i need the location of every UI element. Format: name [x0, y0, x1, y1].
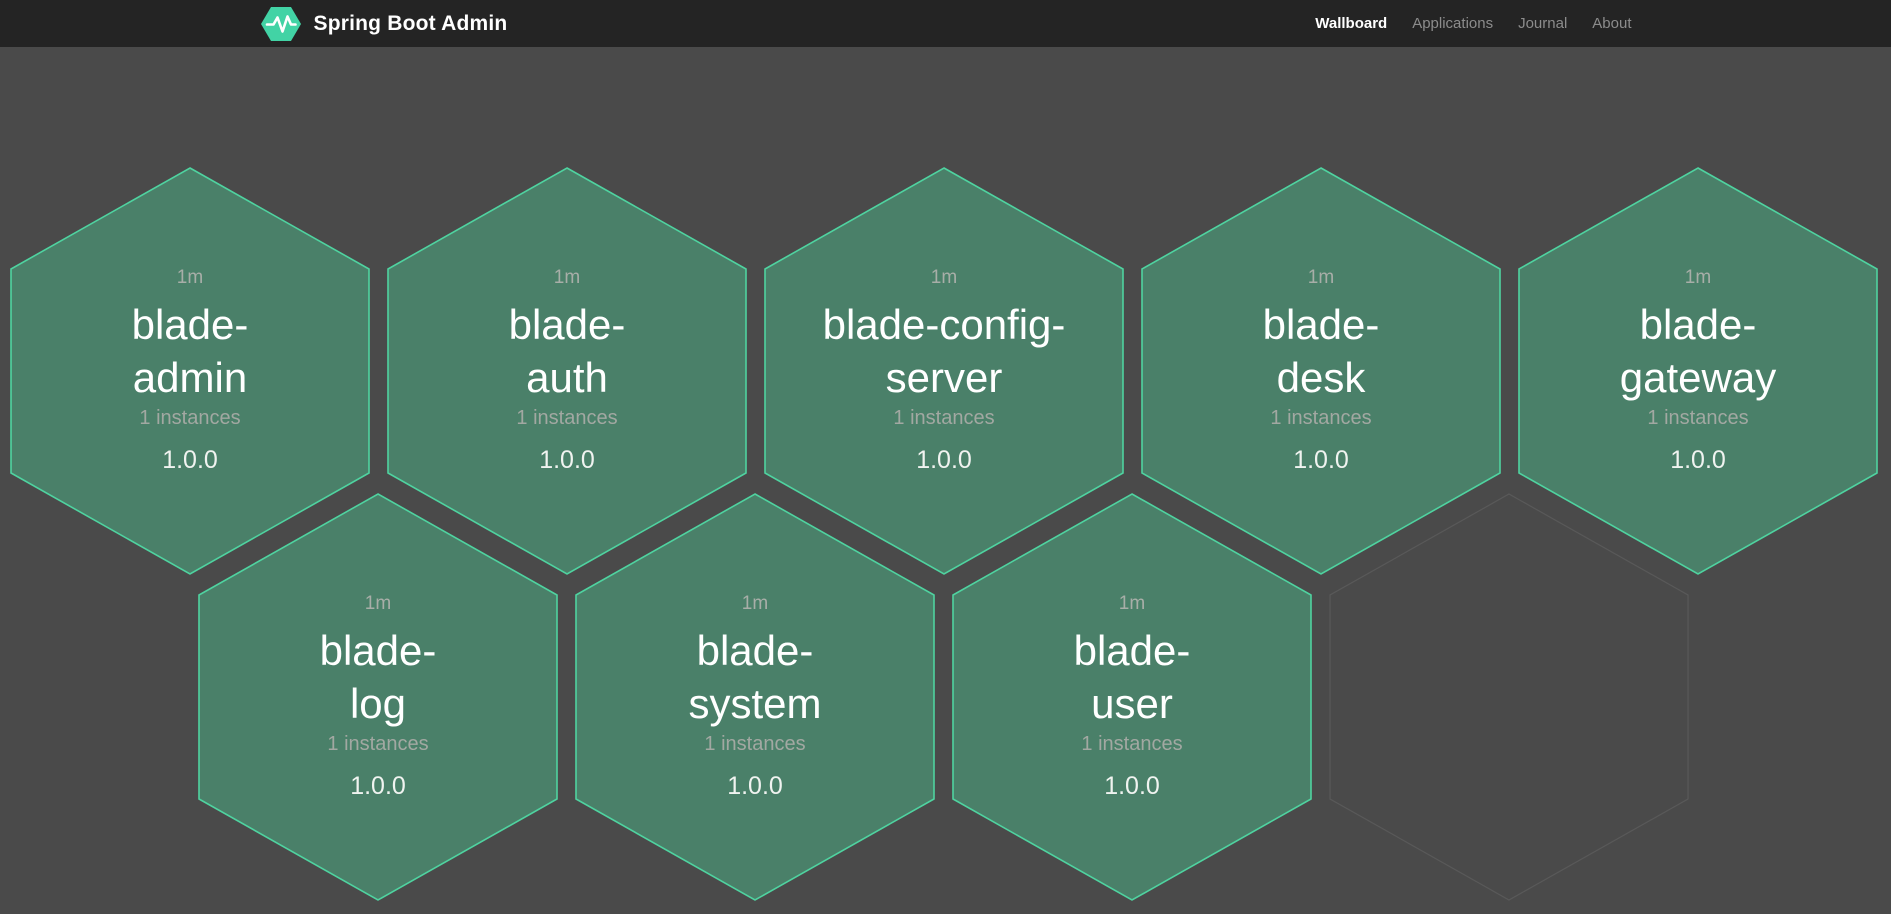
app-name: blade-admin — [131, 301, 249, 401]
hexagon-content: 1m blade-config-server 1 instances 1.0.0 — [764, 167, 1124, 575]
hexagon-content: 1m blade-gateway 1 instances 1.0.0 — [1518, 167, 1878, 575]
hexagon-shape — [387, 167, 747, 575]
app-name: blade-user — [1073, 627, 1191, 727]
app-name: blade-config-server — [822, 301, 1066, 401]
app-version: 1.0.0 — [916, 445, 972, 474]
app-time-ago: 1m — [1684, 267, 1712, 289]
app-version: 1.0.0 — [1104, 771, 1160, 800]
app-hexagon-blade-auth[interactable]: 1m blade-auth 1 instances 1.0.0 — [387, 167, 747, 575]
hexagon-shape — [1518, 167, 1878, 575]
app-instances-count: 1 instances — [893, 406, 995, 429]
hexagon-shape — [952, 493, 1312, 901]
app-time-ago: 1m — [176, 267, 204, 289]
app-name: blade-log — [319, 627, 437, 727]
app-version: 1.0.0 — [727, 771, 783, 800]
hexagon-content: 1m blade-auth 1 instances 1.0.0 — [387, 167, 747, 575]
hexagon-shape — [1141, 167, 1501, 575]
hexagon-content: 1m blade-log 1 instances 1.0.0 — [198, 493, 558, 901]
hexagon-content: 1m blade-admin 1 instances 1.0.0 — [10, 167, 370, 575]
app-version: 1.0.0 — [539, 445, 595, 474]
brand-link[interactable]: Spring Boot Admin — [260, 5, 508, 43]
app-time-ago: 1m — [553, 267, 581, 289]
app-version: 1.0.0 — [1670, 445, 1726, 474]
hexagon-shape — [10, 167, 370, 575]
app-version: 1.0.0 — [350, 771, 406, 800]
app-title: Spring Boot Admin — [313, 11, 508, 35]
app-instances-count: 1 instances — [139, 406, 241, 429]
app-name: blade-gateway — [1619, 301, 1777, 401]
app-hexagon-blade-system[interactable]: 1m blade-system 1 instances 1.0.0 — [575, 493, 935, 901]
app-instances-count: 1 instances — [516, 406, 618, 429]
nav-menu: Wallboard Applications Journal About — [1315, 15, 1631, 32]
app-hexagon-blade-user[interactable]: 1m blade-user 1 instances 1.0.0 — [952, 493, 1312, 901]
wallboard: 1m blade-admin 1 instances 1.0.0 1m blad… — [0, 47, 1891, 914]
app-name: blade-auth — [508, 301, 626, 401]
app-time-ago: 1m — [1118, 593, 1146, 615]
navbar-container: Spring Boot Admin Wallboard Applications… — [260, 0, 1632, 47]
app-hexagon-blade-admin[interactable]: 1m blade-admin 1 instances 1.0.0 — [10, 167, 370, 575]
nav-item-about[interactable]: About — [1592, 15, 1632, 32]
hexagon-outline — [1329, 493, 1689, 901]
empty-hexagon-slot — [1329, 493, 1689, 901]
app-instances-count: 1 instances — [1647, 406, 1749, 429]
app-hexagon-blade-desk[interactable]: 1m blade-desk 1 instances 1.0.0 — [1141, 167, 1501, 575]
app-version: 1.0.0 — [162, 445, 218, 474]
app-name: blade-system — [688, 627, 822, 727]
app-instances-count: 1 instances — [327, 732, 429, 755]
top-navbar: Spring Boot Admin Wallboard Applications… — [0, 0, 1891, 47]
spring-boot-admin-logo-icon — [260, 6, 301, 41]
hexagon-content: 1m blade-system 1 instances 1.0.0 — [575, 493, 935, 901]
app-time-ago: 1m — [1307, 267, 1335, 289]
nav-item-applications[interactable]: Applications — [1412, 15, 1494, 32]
app-name: blade-desk — [1262, 301, 1380, 401]
app-instances-count: 1 instances — [1270, 406, 1372, 429]
app-version: 1.0.0 — [1293, 445, 1349, 474]
app-instances-count: 1 instances — [704, 732, 806, 755]
app-hexagon-blade-config-server[interactable]: 1m blade-config-server 1 instances 1.0.0 — [764, 167, 1124, 575]
app-time-ago: 1m — [741, 593, 769, 615]
nav-item-journal[interactable]: Journal — [1518, 15, 1568, 32]
app-time-ago: 1m — [364, 593, 392, 615]
hexagon-content: 1m blade-desk 1 instances 1.0.0 — [1141, 167, 1501, 575]
app-hexagon-blade-gateway[interactable]: 1m blade-gateway 1 instances 1.0.0 — [1518, 167, 1878, 575]
hexagon-content: 1m blade-user 1 instances 1.0.0 — [952, 493, 1312, 901]
app-time-ago: 1m — [930, 267, 958, 289]
hexagon-shape — [198, 493, 558, 901]
hexagon-shape — [575, 493, 935, 901]
nav-item-wallboard[interactable]: Wallboard — [1315, 15, 1388, 32]
app-hexagon-blade-log[interactable]: 1m blade-log 1 instances 1.0.0 — [198, 493, 558, 901]
app-instances-count: 1 instances — [1081, 732, 1183, 755]
hexagon-shape — [764, 167, 1124, 575]
